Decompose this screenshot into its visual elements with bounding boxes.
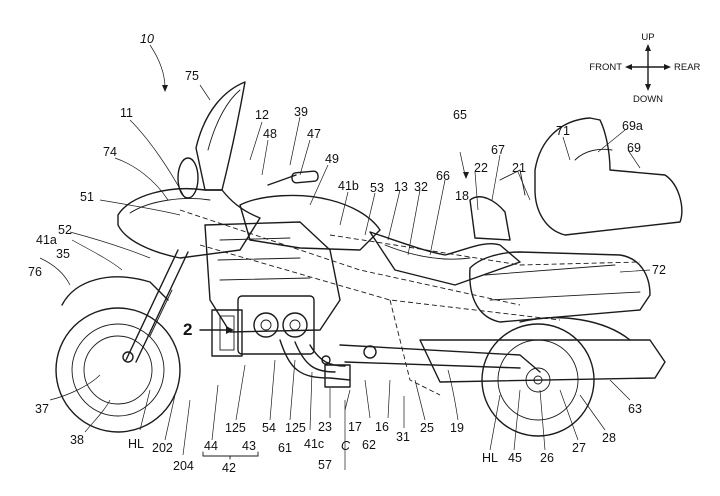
engine	[204, 221, 341, 357]
label-48: 48	[263, 127, 277, 141]
label-47: 47	[307, 127, 321, 141]
label-32: 32	[414, 180, 428, 194]
label-125-a: 125	[225, 421, 246, 435]
label-39: 39	[294, 105, 308, 119]
label-22: 22	[474, 161, 488, 175]
label-41c: 41c	[304, 437, 324, 451]
front-wheel	[55, 307, 181, 433]
front-fork	[125, 249, 189, 363]
label-c: C	[341, 439, 351, 453]
label-11: 11	[120, 106, 133, 120]
label-52: 52	[58, 223, 72, 237]
label-57: 57	[318, 458, 332, 472]
label-202: 202	[152, 441, 173, 455]
label-18: 18	[455, 189, 469, 203]
saddlebag	[469, 251, 651, 323]
label-65: 65	[453, 108, 467, 122]
label-75: 75	[185, 69, 199, 83]
exhaust	[279, 339, 666, 388]
label-41a: 41a	[36, 233, 57, 247]
label-16: 16	[375, 420, 389, 434]
label-27: 27	[572, 441, 586, 455]
frame-dashed	[179, 209, 641, 396]
label-69: 69	[627, 141, 641, 155]
fuel-tank	[239, 194, 381, 251]
label-69a: 69a	[622, 119, 643, 133]
compass-down-label: DOWN	[633, 94, 663, 105]
compass-rear-label: REAR	[674, 62, 701, 73]
label-13: 13	[394, 180, 408, 194]
label-44: 44	[204, 439, 218, 453]
label-74: 74	[103, 145, 117, 159]
front-fairing	[117, 188, 261, 259]
label-35: 35	[56, 247, 70, 261]
front-fender	[61, 276, 169, 306]
label-61: 61	[278, 441, 292, 455]
label-53: 53	[370, 181, 384, 195]
label-12: 12	[255, 108, 269, 122]
label-10: 10	[140, 32, 154, 46]
label-51: 51	[80, 190, 94, 204]
reference-labels: 10 75 11 74 12 39 48 47 49 65 71 69a 69 …	[28, 32, 666, 475]
label-31: 31	[396, 430, 410, 444]
section-marker-label: 2	[183, 320, 192, 339]
bracket-42	[202, 451, 259, 460]
label-25: 25	[420, 421, 434, 435]
label-49: 49	[325, 152, 339, 166]
label-38: 38	[70, 433, 84, 447]
label-37: 37	[35, 402, 49, 416]
label-hl-front: HL	[128, 437, 144, 451]
swing-arm	[321, 344, 541, 373]
label-76: 76	[28, 265, 42, 279]
label-63: 63	[628, 402, 642, 416]
top-trunk	[469, 117, 683, 241]
label-71: 71	[556, 124, 570, 138]
label-125-b: 125	[285, 421, 306, 435]
label-28: 28	[602, 431, 616, 445]
handlebar	[267, 170, 319, 186]
label-42: 42	[222, 461, 236, 475]
label-204: 204	[173, 459, 194, 473]
label-54: 54	[262, 421, 276, 435]
label-62: 62	[362, 438, 376, 452]
compass-up-label: UP	[641, 32, 654, 43]
label-17: 17	[348, 420, 362, 434]
label-26: 26	[540, 451, 554, 465]
compass-front-label: FRONT	[589, 62, 622, 73]
rear-fender	[519, 317, 631, 341]
section-marker-2: 2	[183, 320, 234, 339]
label-19: 19	[450, 421, 464, 435]
direction-compass: UP DOWN FRONT REAR	[589, 32, 700, 105]
label-45: 45	[508, 451, 522, 465]
leader-lines	[39, 44, 651, 470]
label-72: 72	[652, 263, 666, 277]
label-41b: 41b	[338, 179, 359, 193]
label-67: 67	[491, 143, 505, 157]
label-66: 66	[436, 169, 450, 183]
windscreen	[195, 81, 246, 191]
label-23: 23	[318, 420, 332, 434]
label-21: 21	[512, 161, 526, 175]
label-hl-rear: HL	[482, 451, 498, 465]
label-43: 43	[242, 439, 256, 453]
